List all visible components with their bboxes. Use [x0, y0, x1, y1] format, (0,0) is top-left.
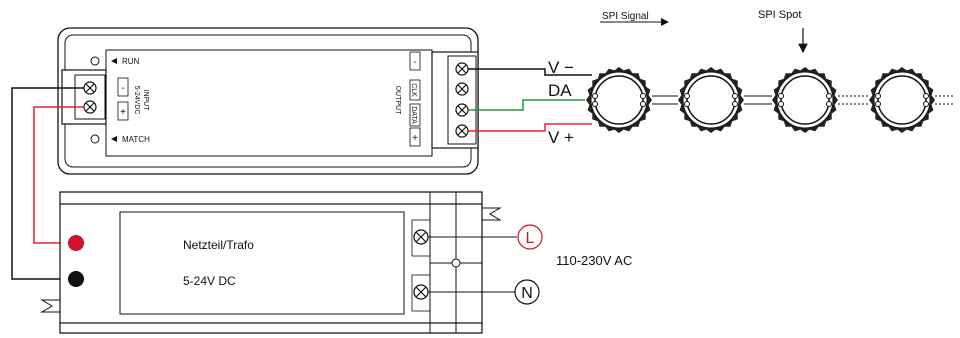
v-plus-wire	[468, 123, 592, 132]
input-voltage: 5-24VDC	[133, 86, 140, 115]
run-label: RUN	[122, 57, 140, 66]
input-minus-label: -	[121, 83, 124, 94]
spi-signal-label: SPI Signal	[602, 11, 649, 22]
output-data-label: DATA	[410, 106, 417, 124]
output-minus-label: -	[413, 57, 416, 68]
match-led-icon	[90, 134, 100, 144]
mount-tab-right-icon	[482, 207, 502, 221]
run-led-icon	[90, 56, 100, 66]
ac-terminal-l: L	[517, 224, 543, 250]
spi-spot-icon	[869, 67, 935, 133]
spi-controller: RUN MATCH - + INPUT 5-24VDC - CLK DATA +…	[57, 27, 479, 175]
spi-spot-chain	[586, 67, 955, 133]
wires	[11, 68, 592, 280]
input-title: INPUT	[142, 90, 149, 112]
mount-tab-left-icon	[40, 299, 60, 313]
match-label: MATCH	[122, 135, 150, 144]
terminal-n-label: N	[521, 285, 533, 302]
dc-positive-terminal-icon	[68, 235, 84, 251]
output-screw-data-icon	[455, 103, 469, 117]
output-clk-label: CLK	[410, 83, 417, 97]
output-screw-clk-icon	[455, 82, 469, 96]
power-supply: Netzteil/Trafo 5-24V DC	[40, 191, 517, 334]
input-screw-plus-icon	[83, 100, 97, 114]
output-plus-label: +	[412, 133, 418, 144]
v-minus-label: V −	[548, 58, 574, 77]
spi-spot-icon	[678, 67, 744, 133]
output-title: OUTPUT	[394, 86, 401, 116]
ac-terminal-n: N	[514, 279, 540, 305]
spi-spot-label: SPI Spot	[758, 9, 801, 21]
data-wire	[468, 99, 585, 111]
input-plus-label: +	[120, 107, 126, 118]
v-plus-label: V +	[548, 128, 574, 147]
spi-spot-icon	[772, 67, 838, 133]
positive-input-wire	[33, 106, 84, 244]
v-minus-wire	[468, 68, 592, 76]
negative-input-wire	[11, 87, 84, 280]
psu-voltage: 5-24V DC	[183, 274, 236, 288]
ac-screw-l-icon	[413, 229, 429, 245]
output-screw-minus-icon	[455, 62, 469, 76]
da-label: DA	[548, 81, 572, 100]
ac-screw-n-icon	[413, 284, 429, 300]
terminal-l-label: L	[526, 230, 535, 247]
ac-voltage-label: 110-230V AC	[556, 253, 632, 268]
psu-name: Netzteil/Trafo	[183, 238, 254, 252]
input-screw-minus-icon	[83, 81, 97, 95]
output-screw-plus-icon	[455, 124, 469, 138]
dc-negative-terminal-icon	[68, 271, 84, 287]
spi-spot-icon	[586, 67, 652, 133]
